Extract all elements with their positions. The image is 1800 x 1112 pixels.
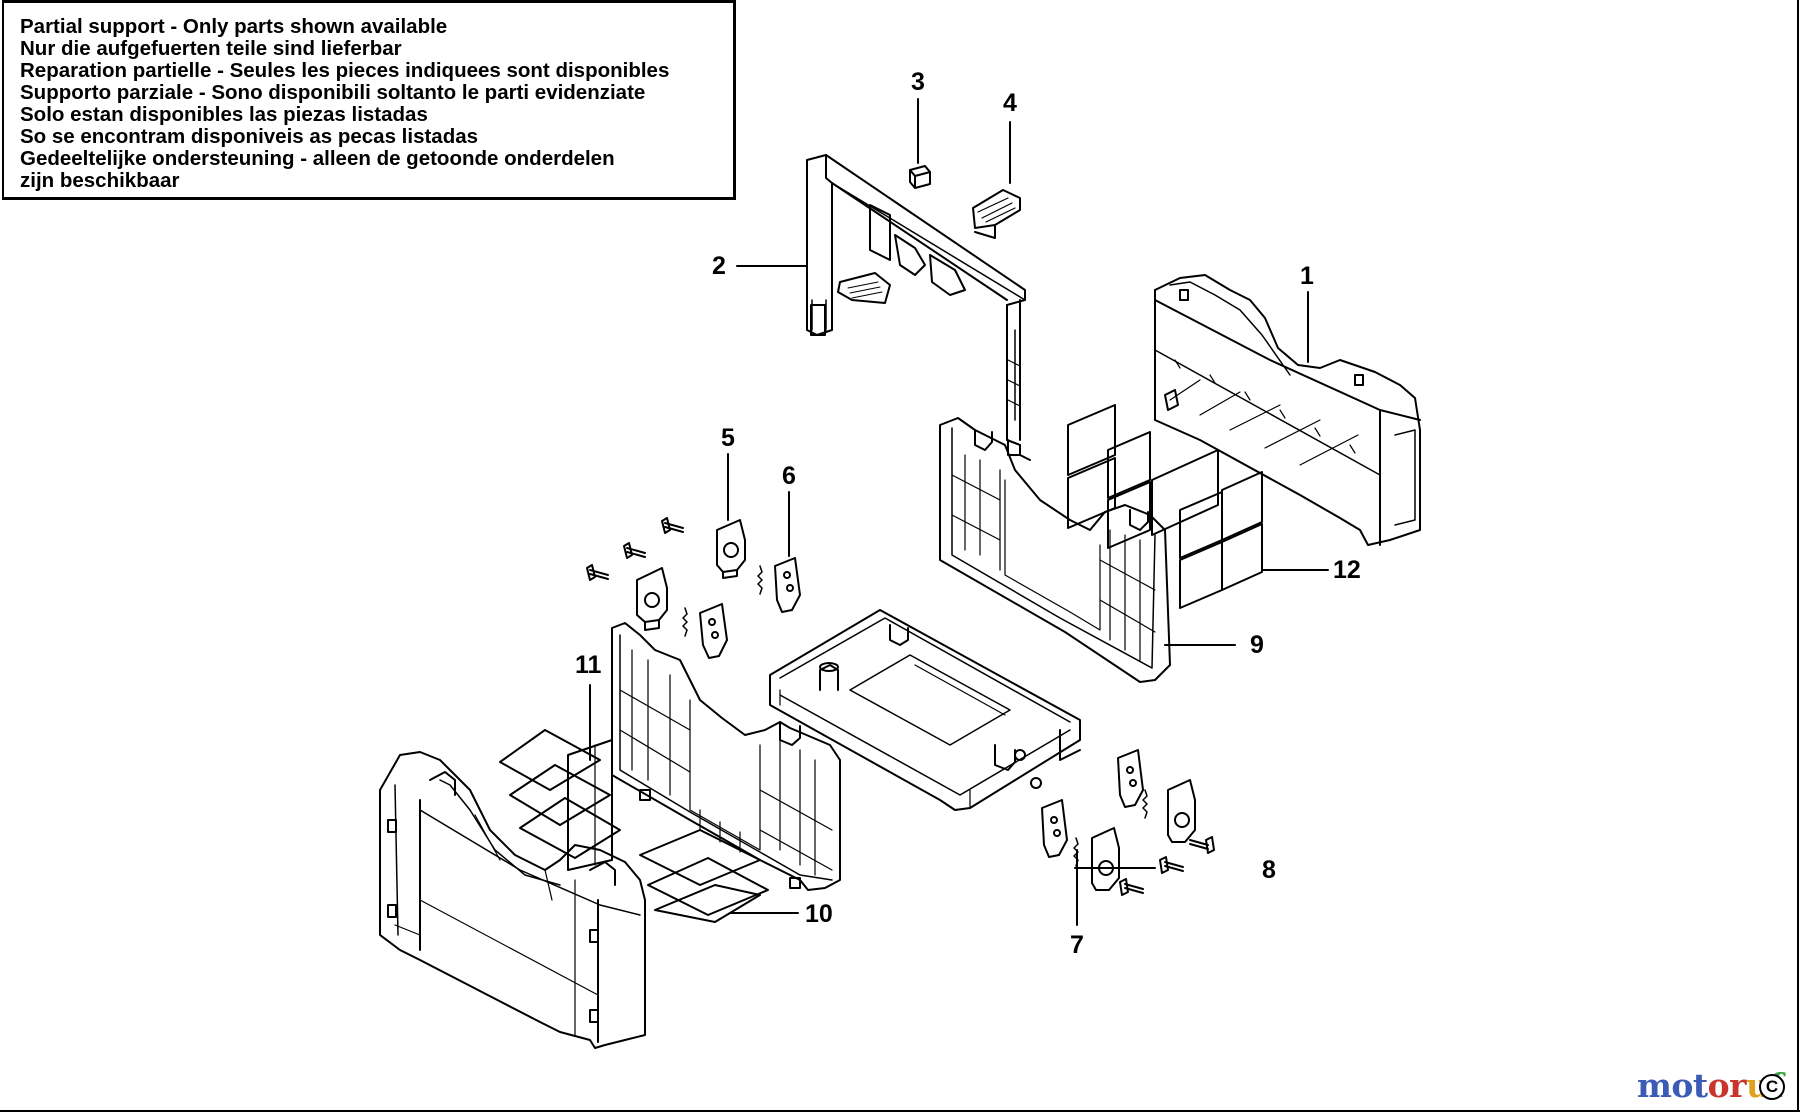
front-shell [379, 751, 646, 1049]
part-6-hinge-plate-lower [699, 603, 728, 659]
callout-labels: 1 2 3 4 5 6 7 8 9 10 11 12 [575, 68, 1361, 959]
part-9-back-frame [939, 417, 1171, 683]
part-2-handle [806, 154, 1031, 461]
part-1-rear-shell [1154, 274, 1421, 546]
callout-4: 4 [1003, 89, 1017, 117]
notice-line-nl-2: zijn beschikbaar [20, 169, 180, 192]
part-11-front-frame [611, 622, 841, 891]
screw-right-1 [1189, 836, 1215, 854]
callout-7: 7 [1070, 931, 1084, 959]
callout-2: 2 [712, 252, 726, 280]
notice-line-nl: Gedeeltelijke ondersteuning - alleen de … [20, 147, 615, 170]
part-6-hinge-plate-right [1117, 749, 1144, 808]
notice-line-en: Partial support - Only parts shown avail… [20, 15, 448, 38]
copyright-mark: C [1759, 1074, 1785, 1100]
screw-left-1 [661, 517, 684, 534]
callout-5: 5 [721, 424, 735, 452]
spring-upper [757, 565, 763, 595]
notice-line-it: Supporto parziale - Sono disponibili sol… [20, 81, 646, 104]
leader-lines [589, 98, 1329, 926]
screw-left-3 [586, 564, 609, 581]
callout-1: 1 [1300, 262, 1314, 290]
callout-12: 12 [1333, 556, 1361, 584]
callout-8: 8 [1262, 856, 1276, 884]
spring-right [1142, 789, 1148, 819]
spring-lower [682, 607, 688, 637]
part-12-divider-panels [1067, 404, 1263, 609]
notice-line-es: Solo estan disponibles las piezas listad… [20, 103, 428, 126]
callout-9: 9 [1250, 631, 1264, 659]
callout-11: 11 [575, 651, 602, 679]
callout-10: 10 [805, 900, 833, 928]
part-11-vertical-panel [567, 739, 613, 871]
part-5-latch-upper [716, 519, 746, 579]
center-tray [769, 609, 1081, 811]
notice-line-fr: Reparation partielle - Seules les pieces… [20, 59, 670, 82]
part-5-latch-lower [636, 567, 668, 631]
part-4-bracket [972, 189, 1021, 239]
part-3-clip [909, 165, 931, 189]
part-6-hinge-plate-upper [774, 557, 801, 613]
part-10-sheets [499, 729, 769, 923]
callout-6: 6 [782, 462, 796, 490]
part-5-latch-right-lower [1091, 827, 1120, 891]
notice-line-pt: So se encontram disponiveis as pecas lis… [20, 125, 479, 148]
bottom-border-line [0, 1110, 1800, 1112]
notice-line-de: Nur die aufgefuerten teile sind lieferba… [20, 37, 402, 60]
part-6-hinge-plate-right-lower [1041, 799, 1068, 858]
screw-right-2 [1159, 856, 1184, 874]
screw-right-3 [1119, 878, 1144, 896]
screw-left-2 [623, 542, 646, 559]
part-5-latch-right [1167, 779, 1196, 843]
callout-3: 3 [911, 68, 925, 96]
right-border-line [1797, 0, 1799, 1112]
parts-availability-notice: Partial support - Only parts shown avail… [2, 0, 736, 200]
